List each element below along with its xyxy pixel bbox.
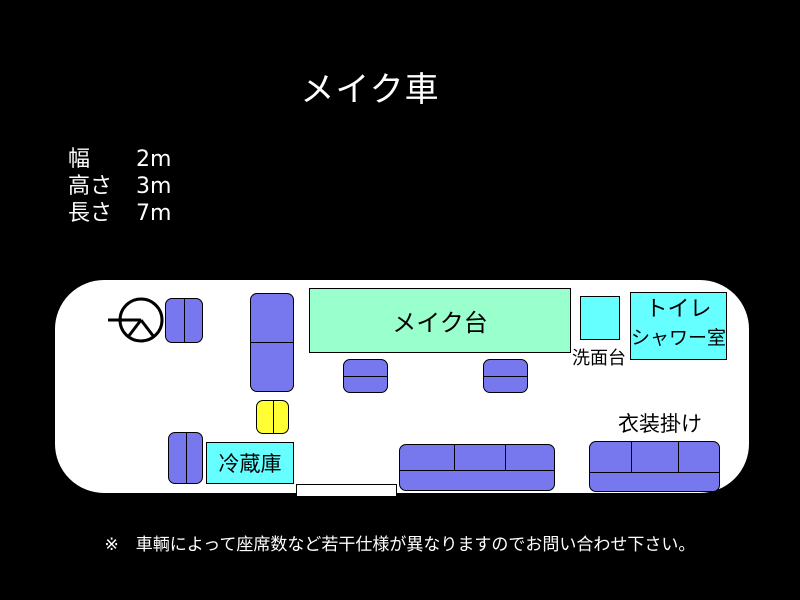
spec-height: 高さ 3m: [68, 173, 171, 201]
footnote: ※ 車輌によって座席数など若干仕様が異なりますのでお問い合わせ下さい。: [104, 535, 696, 555]
sink: [580, 296, 620, 340]
hanger-label: 衣装掛け: [618, 412, 702, 436]
spec-length: 長さ 7m: [68, 200, 171, 228]
spec-height-value: 3m: [136, 174, 172, 199]
bench-sofa: [399, 444, 555, 491]
refrigerator-label: 冷蔵庫: [218, 452, 282, 476]
spec-width-label: 幅: [68, 147, 91, 172]
rear-sofa: [589, 441, 720, 492]
rear-left-seat: [168, 432, 203, 484]
sink-label: 洗面台: [572, 348, 626, 369]
makeup-stool-2: [483, 359, 528, 393]
spec-length-value: 7m: [136, 201, 172, 226]
steering-wheel-icon: [108, 297, 164, 343]
toilet-shower-room: トイレ シャワー室: [630, 292, 727, 360]
page-title: メイク車: [300, 70, 440, 110]
spec-width-value: 2m: [136, 147, 172, 172]
entrance-door: [296, 484, 397, 496]
spec-width: 幅 2m: [68, 146, 171, 174]
makeup-stool-1: [343, 359, 388, 393]
side-seat: [250, 293, 294, 392]
driver-seat: [165, 298, 203, 343]
refrigerator: 冷蔵庫: [206, 442, 294, 484]
spec-length-label: 長さ: [68, 201, 113, 226]
small-stool: [256, 400, 289, 434]
makeup-table-label: メイク台: [392, 309, 488, 337]
toilet-label: トイレ: [645, 297, 712, 322]
shower-label: シャワー室: [631, 327, 727, 349]
spec-height-label: 高さ: [68, 174, 113, 199]
makeup-table: メイク台: [309, 288, 571, 353]
